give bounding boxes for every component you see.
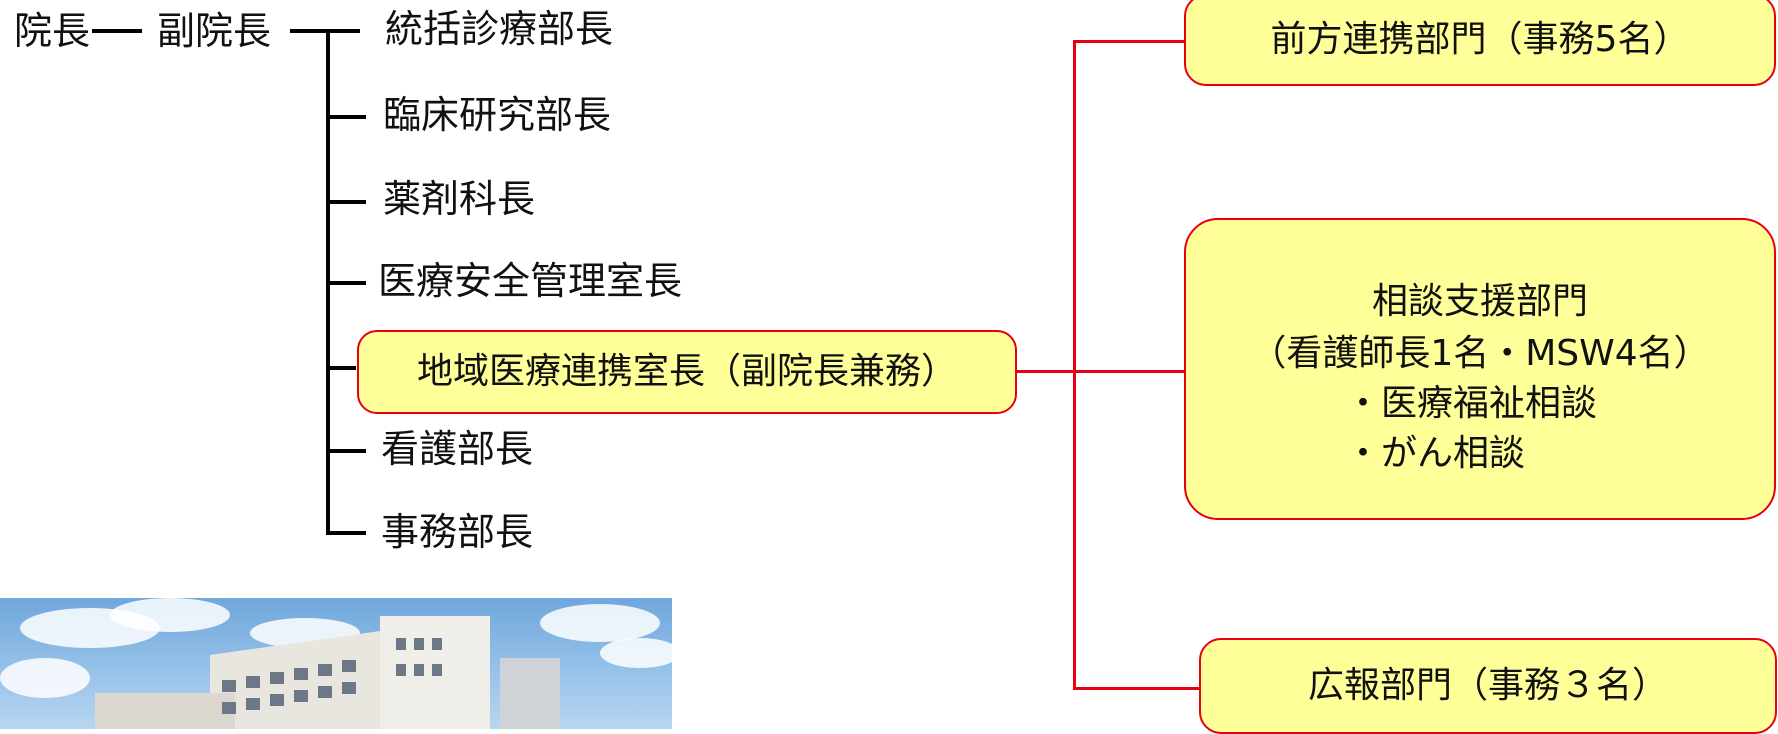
vice-director-connector bbox=[290, 29, 360, 33]
branch-line bbox=[326, 200, 366, 204]
director-connector bbox=[92, 29, 142, 33]
branch-line bbox=[326, 115, 366, 119]
pr-unit-box: 広報部門（事務３名） bbox=[1199, 638, 1777, 734]
dept-clinical-research: 臨床研究部長 bbox=[383, 93, 612, 137]
director-label: 院長 bbox=[14, 9, 91, 53]
dept-general-medicine: 統括診療部長 bbox=[385, 7, 614, 51]
branch-line bbox=[326, 366, 356, 370]
regional-liaison-box: 地域医療連携室長（副院長兼務） bbox=[357, 330, 1017, 414]
consult-unit-staff: （看護師長1名・MSW4名） bbox=[1250, 333, 1710, 374]
consult-item-cancer: ・がん相談 bbox=[1345, 433, 1526, 474]
vice-director-label: 副院長 bbox=[157, 9, 272, 53]
hospital-photo bbox=[0, 598, 672, 729]
dept-regional-liaison: 地域医療連携室長（副院長兼務） bbox=[416, 351, 957, 392]
pr-unit-label: 広報部門（事務３名） bbox=[1307, 665, 1668, 706]
consult-item-welfare: ・医療福祉相談 bbox=[1345, 383, 1598, 424]
dept-nursing: 看護部長 bbox=[381, 427, 534, 471]
dept-administration: 事務部長 bbox=[381, 510, 534, 554]
pr-connector bbox=[1073, 687, 1200, 690]
branch-line bbox=[326, 281, 366, 285]
units-trunk bbox=[1073, 40, 1076, 690]
liaison-to-units-connector bbox=[1017, 370, 1185, 373]
front-unit-box: 前方連携部門（事務5名） bbox=[1184, 0, 1776, 86]
branch-line bbox=[326, 449, 366, 453]
branch-line bbox=[326, 531, 366, 535]
dept-medical-safety: 医療安全管理室長 bbox=[378, 259, 683, 303]
consult-unit-box: 相談支援部門 （看護師長1名・MSW4名） ・医療福祉相談 ・がん相談 bbox=[1184, 218, 1776, 520]
consult-unit-title: 相談支援部門 bbox=[1371, 281, 1588, 322]
front-unit-label: 前方連携部門（事務5名） bbox=[1270, 19, 1690, 60]
dept-pharmacy: 薬剤科長 bbox=[383, 177, 536, 221]
front-connector bbox=[1073, 40, 1186, 43]
